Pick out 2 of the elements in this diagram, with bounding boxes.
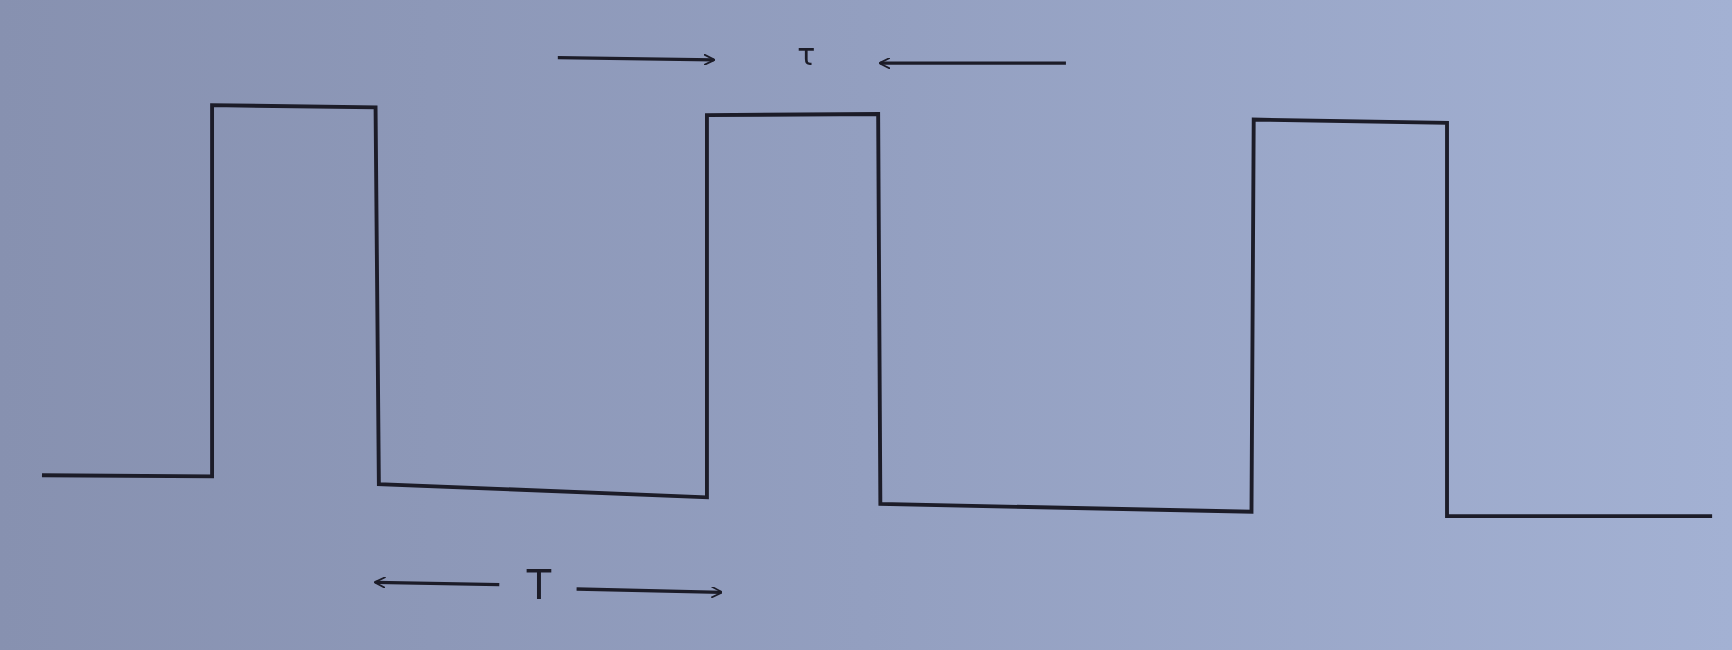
dimension-label: τ: [797, 40, 816, 71]
dimension-label: T: [526, 565, 552, 606]
